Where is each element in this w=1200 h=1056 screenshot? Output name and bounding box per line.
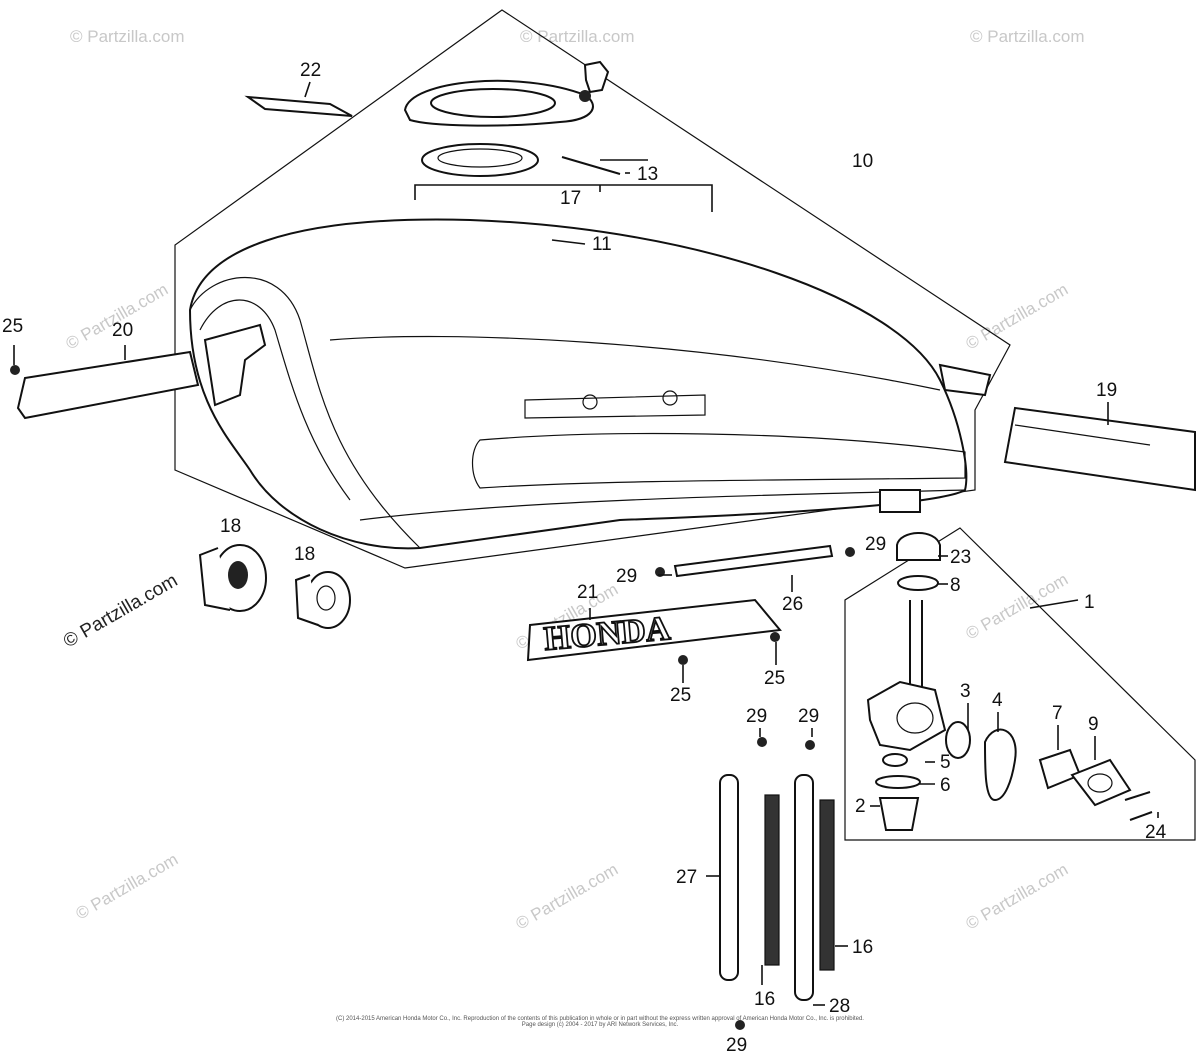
callout-18: 18 <box>294 544 315 565</box>
callout-29: 29 <box>798 706 819 727</box>
callout-19: 19 <box>1096 380 1117 401</box>
callout-29: 29 <box>865 534 886 555</box>
callout-8: 8 <box>950 575 961 596</box>
watermark: © Partzilla.com <box>520 27 635 46</box>
part-22-strip <box>244 95 353 117</box>
part-29-clip <box>735 1020 745 1030</box>
callout-16: 16 <box>852 937 873 958</box>
part-29-clip <box>757 737 767 747</box>
callout-18: 18 <box>220 516 241 537</box>
callout-13: 13 <box>637 164 658 185</box>
part-25-screw <box>770 632 780 642</box>
part-25-screw <box>10 365 20 375</box>
part-13-pin <box>561 156 621 175</box>
callout-5: 5 <box>940 752 951 773</box>
callout-24: 24 <box>1145 822 1167 843</box>
callout-7: 7 <box>1052 703 1063 724</box>
part-10-fuel-cap <box>403 60 610 127</box>
callout-28: 28 <box>829 996 850 1017</box>
callout-9: 9 <box>1088 714 1099 735</box>
part-18-rubber-left <box>198 544 267 612</box>
part-29-clip <box>805 740 815 750</box>
watermark: © Partzilla.com <box>963 570 1072 644</box>
watermark: © Partzilla.com <box>60 570 181 652</box>
copyright-line: (C) 2014-2015 American Honda Motor Co., … <box>336 1016 864 1022</box>
callout-21: 21 <box>577 582 598 603</box>
watermark: © Partzilla.com <box>73 850 182 924</box>
watermark: © Partzilla.com <box>970 27 1085 46</box>
part-16-spring <box>764 794 780 966</box>
watermark: © Partzilla.com <box>63 280 172 354</box>
callout-26: 26 <box>782 594 803 615</box>
callout-6: 6 <box>940 775 951 796</box>
callout-29: 29 <box>726 1035 747 1056</box>
part-16-spring <box>819 799 835 971</box>
callout-25: 25 <box>670 685 691 706</box>
watermark: © Partzilla.com <box>70 27 185 46</box>
leader-lines <box>13 81 1159 1006</box>
part-25-screw <box>678 655 688 665</box>
callout-25: 25 <box>2 316 23 337</box>
callout-4: 4 <box>992 690 1003 711</box>
callout-3: 3 <box>960 681 971 702</box>
callout-29: 29 <box>616 566 637 587</box>
copyright-footer: (C) 2014-2015 American Honda Motor Co., … <box>0 1016 1200 1028</box>
callout-22: 22 <box>300 60 321 81</box>
callout-23: 23 <box>950 547 971 568</box>
callout-11: 11 <box>592 234 612 255</box>
callout-25: 25 <box>764 668 785 689</box>
part-27-tube <box>719 774 739 981</box>
watermark: © Partzilla.com <box>963 860 1072 934</box>
callout-16: 16 <box>754 989 775 1010</box>
part-26-tube <box>673 544 834 578</box>
part-20-bracket <box>16 350 200 420</box>
callout-17: 17 <box>560 188 581 209</box>
callout-29: 29 <box>746 706 767 727</box>
callout-labels: 22 10 13 17 11 25 20 19 18 18 29 23 29 8… <box>2 60 1167 1056</box>
part-28-tube <box>794 774 814 1001</box>
part-17-gasket <box>421 143 539 177</box>
callout-2: 2 <box>855 796 866 817</box>
fuel-valve-group-outline <box>844 527 1196 841</box>
callout-20: 20 <box>112 320 133 341</box>
fuel-valve-assembly <box>866 532 1153 831</box>
copyright-line: Page design (c) 2004 - 2017 by ARI Netwo… <box>521 1022 679 1028</box>
callout-27: 27 <box>676 867 697 888</box>
callout-10: 10 <box>852 151 873 172</box>
part-29-clip <box>845 547 855 557</box>
fuel-tank <box>188 218 992 550</box>
part-18-rubber-right <box>294 571 351 629</box>
watermark: © Partzilla.com <box>513 860 622 934</box>
part-19-rubber-block <box>1003 406 1196 492</box>
callout-1: 1 <box>1084 592 1095 613</box>
tank-group-outline <box>174 9 1011 569</box>
watermark: © Partzilla.com <box>963 280 1072 354</box>
part-17-bracket <box>414 184 713 212</box>
